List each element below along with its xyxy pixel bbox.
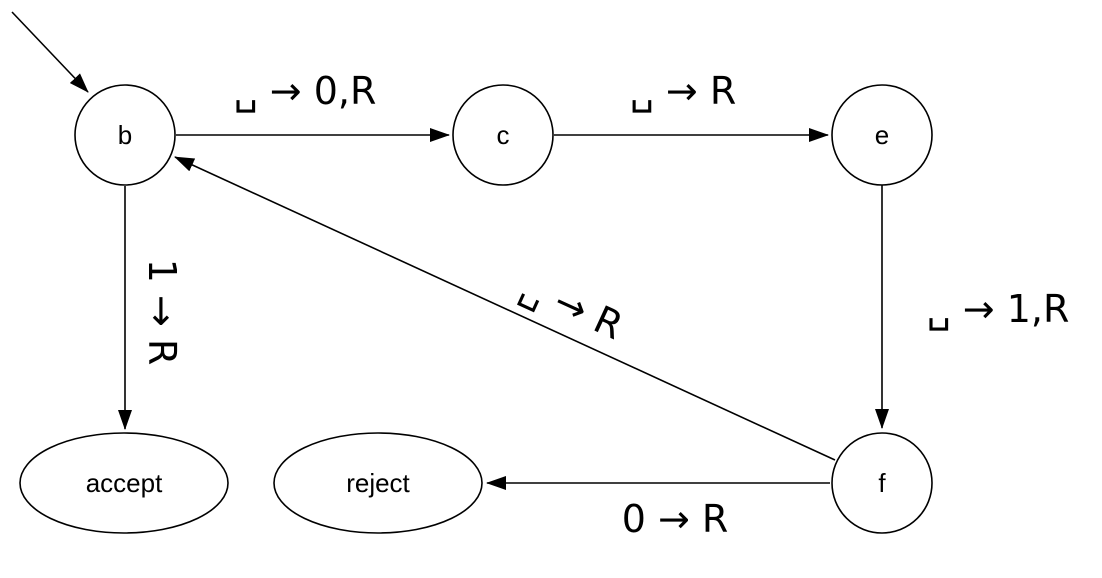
start-arrow — [11, 11, 89, 93]
edge-c-e-label: ␣ → R — [630, 69, 737, 113]
state-e-label: e — [875, 120, 889, 150]
edge-f-b-label: ␣ → R — [514, 264, 629, 348]
state-e — [831, 84, 933, 186]
state-reject — [273, 432, 483, 534]
state-f-label: f — [878, 468, 886, 498]
edge-f-reject-label: 0 → R — [622, 497, 729, 541]
edge-b-accept-label: 1 → R — [140, 259, 184, 366]
state-reject-label: reject — [346, 468, 410, 498]
state-f — [831, 432, 933, 534]
state-c-label: c — [497, 120, 510, 150]
state-accept — [19, 432, 229, 534]
state-accept-label: accept — [86, 468, 163, 498]
edge-b-c-label: ␣ → 0,R — [234, 69, 377, 113]
edge-f-b — [174, 156, 836, 461]
state-b-label: b — [118, 120, 132, 150]
state-c — [452, 84, 554, 186]
edge-e-f-label: ␣ → 1,R — [927, 287, 1070, 331]
state-b — [74, 84, 176, 186]
